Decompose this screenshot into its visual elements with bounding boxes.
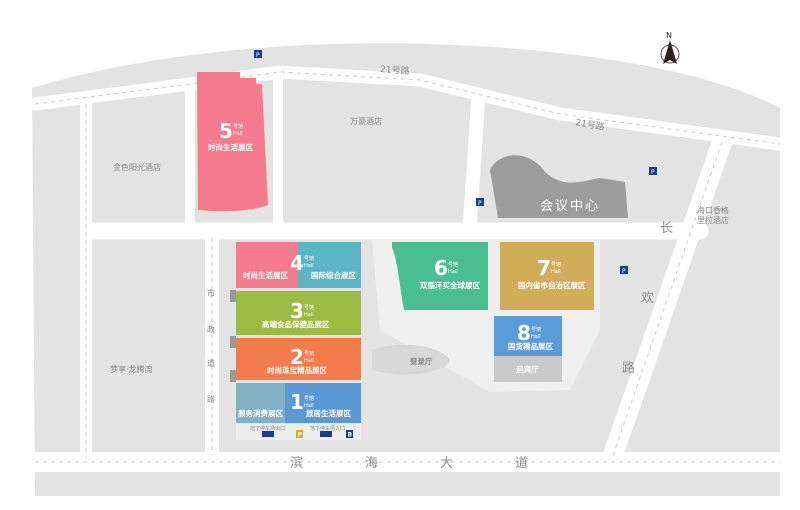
hall-1-right[interactable] bbox=[285, 383, 361, 423]
north-label: N bbox=[666, 31, 672, 40]
shizheng-road-label: 道 bbox=[207, 358, 215, 368]
gate-icon bbox=[320, 431, 332, 437]
hall-1-en: Hall bbox=[304, 403, 314, 409]
parking-entrance-label: 地下停车场入口 bbox=[310, 425, 345, 432]
hall-1-zone-1: 服务消费展区 bbox=[238, 408, 283, 418]
shizheng-road-label: 政 bbox=[207, 324, 215, 334]
hall-2-zone: 时尚珠宝精品展区 bbox=[267, 365, 327, 375]
hall-5-zone: 时尚生活展区 bbox=[208, 142, 253, 152]
hall-4-zone-2: 国际综合展区 bbox=[311, 270, 356, 280]
hall-1-zone-2: 旅居生活展区 bbox=[306, 408, 351, 418]
hall-2-tag: 号馆 bbox=[304, 350, 314, 357]
hall-3-tag: 号馆 bbox=[304, 304, 314, 311]
parking-icon-label: P bbox=[298, 432, 303, 439]
hall-5-number: 5 bbox=[219, 119, 233, 143]
hall-8-number: 8 bbox=[517, 321, 531, 345]
bus-icon[interactable] bbox=[346, 430, 353, 438]
hotel-mengxiang-label: 梦享·龙腾湾 bbox=[110, 364, 153, 374]
hall-4-en: Hall bbox=[304, 263, 314, 269]
conference-center-label: 会议中心 bbox=[540, 199, 600, 214]
hall-5-en: Hall bbox=[233, 131, 243, 137]
parking-icon-label: P bbox=[651, 169, 655, 176]
changhuan-road-label: 路 bbox=[622, 360, 637, 376]
hall-2[interactable] bbox=[236, 338, 361, 380]
hall-7-en: Hall bbox=[551, 269, 561, 275]
gate-icon bbox=[262, 431, 274, 437]
hall-3[interactable] bbox=[236, 291, 361, 335]
changhuan-road-label: 欢 bbox=[641, 291, 656, 306]
hall-4-zone-1: 时尚生活展区 bbox=[243, 270, 288, 280]
hall-8-en: Hall bbox=[531, 334, 541, 340]
registration-hall-label: 登录厅 bbox=[409, 356, 433, 366]
parking-icon-label: P bbox=[622, 268, 626, 275]
hall-1-tag: 号馆 bbox=[304, 395, 314, 402]
hall-2-number: 2 bbox=[290, 345, 304, 369]
binhai-road-label: 道 bbox=[515, 456, 530, 471]
parking-icon[interactable]: P bbox=[620, 266, 628, 275]
parking-icon-label: P bbox=[256, 52, 260, 59]
hall-7-zone: 国内省市自治区展区 bbox=[518, 280, 586, 290]
binhai-road-label: 海 bbox=[365, 456, 380, 471]
hall-8[interactable] bbox=[494, 316, 562, 356]
hotel-wanhao-label: 万豪酒店 bbox=[350, 116, 382, 126]
hall-3-number: 3 bbox=[290, 299, 304, 323]
welcome-hall[interactable] bbox=[494, 356, 562, 382]
hall-5[interactable] bbox=[197, 72, 268, 212]
hall-6-en: Hall bbox=[448, 269, 458, 275]
lobby-shape bbox=[372, 344, 450, 375]
parking-icon[interactable]: P bbox=[476, 198, 484, 207]
hall-2-en: Hall bbox=[304, 358, 314, 364]
conference-center bbox=[490, 155, 628, 218]
hall-3-en: Hall bbox=[304, 312, 314, 318]
hall-1-left[interactable] bbox=[236, 383, 285, 423]
shizheng-road-label: 市 bbox=[207, 288, 215, 298]
hall-7-number: 7 bbox=[537, 256, 551, 280]
parking-exit-label: 地下停车场出口 bbox=[250, 425, 285, 432]
welcome-hall-label: 迎宾厅 bbox=[516, 364, 539, 374]
hall-4-tag: 号馆 bbox=[304, 255, 314, 262]
hall-4-number: 4 bbox=[290, 251, 304, 275]
stair-icons bbox=[230, 290, 236, 382]
hall-4-right[interactable] bbox=[298, 242, 361, 288]
hall-6-tag: 号馆 bbox=[448, 261, 458, 268]
north-arrow-icon: N bbox=[660, 31, 680, 64]
hall-1-number: 1 bbox=[290, 390, 304, 414]
changhuan-road-label: 长 bbox=[660, 221, 675, 236]
parking-icon[interactable]: P bbox=[649, 167, 657, 176]
parking-icon-label: P bbox=[478, 200, 482, 207]
hall-6[interactable] bbox=[392, 242, 488, 310]
parking-icon[interactable]: P bbox=[254, 50, 262, 59]
hall-7-tag: 号馆 bbox=[551, 261, 561, 268]
hall-6-number: 6 bbox=[434, 256, 448, 280]
hall-5-tag: 号馆 bbox=[233, 123, 243, 130]
bus-icon-label: B bbox=[348, 432, 353, 439]
hall-8-zone: 国货精品展区 bbox=[508, 341, 553, 351]
road-21-label: 21号路 bbox=[380, 63, 410, 77]
hotel-jinse-label: 金色阳光酒店 bbox=[113, 162, 161, 172]
shizheng-road-label: 路 bbox=[207, 394, 215, 404]
hall-6-zone: 双循环买全球展区 bbox=[420, 280, 480, 290]
binhai-road-label: 滨 bbox=[290, 455, 305, 471]
parking-icon[interactable] bbox=[296, 430, 303, 438]
hall-4-left[interactable] bbox=[236, 242, 298, 288]
hall-3-zone: 高端食品保健品展区 bbox=[262, 319, 330, 329]
hall-8-tag: 号馆 bbox=[531, 326, 541, 333]
binhai-road-label: 大 bbox=[440, 456, 455, 471]
road-center-dashes bbox=[34, 71, 781, 463]
hall-7[interactable] bbox=[500, 242, 594, 310]
hotel-shangrila-label-1: 海口香格 bbox=[697, 205, 729, 215]
hotel-shangrila-label-2: 里拉酒店 bbox=[697, 215, 729, 225]
